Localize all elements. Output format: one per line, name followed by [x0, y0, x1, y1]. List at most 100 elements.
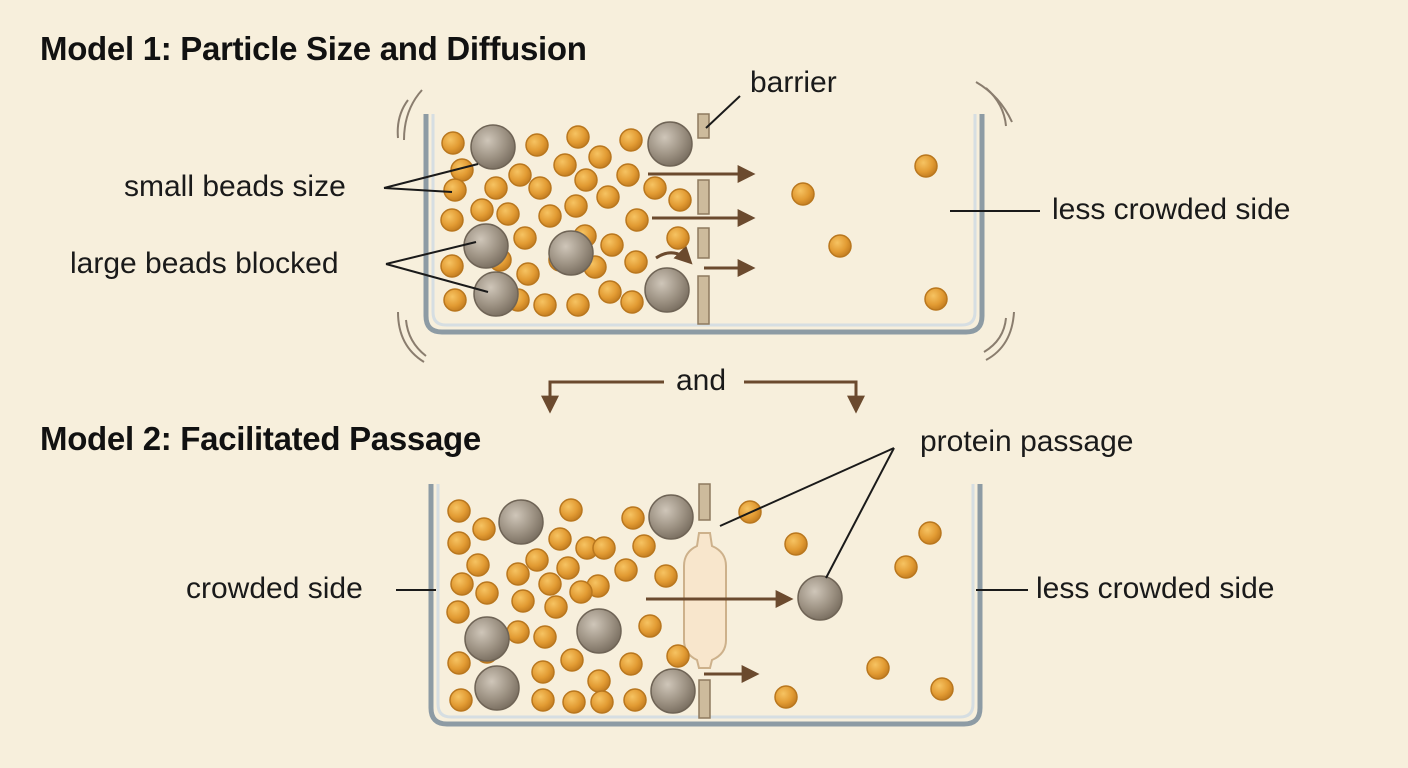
small-bead — [866, 656, 890, 680]
small-bead — [621, 506, 645, 530]
small-bead — [484, 176, 508, 200]
small-bead — [666, 644, 690, 668]
small-bead — [533, 293, 557, 317]
small-bead — [614, 558, 638, 582]
small-bead — [443, 288, 467, 312]
small-bead — [496, 202, 520, 226]
small-bead — [668, 188, 692, 212]
large-bead — [647, 121, 693, 167]
small-bead — [472, 517, 496, 541]
small-bead — [447, 531, 471, 555]
small-bead — [475, 581, 499, 605]
barrier-label: barrier — [750, 66, 837, 99]
small-bead — [559, 498, 583, 522]
small-bead — [553, 153, 577, 177]
small-bead — [531, 660, 555, 684]
large-bead — [474, 665, 520, 711]
small-bead — [511, 589, 535, 613]
small-bead — [531, 688, 555, 712]
small-bead — [616, 163, 640, 187]
small-bead — [894, 555, 918, 579]
small-bead — [440, 254, 464, 278]
small-bead — [466, 553, 490, 577]
small-bead — [506, 620, 530, 644]
small-bead — [666, 226, 690, 250]
model-2-large-beads — [464, 494, 843, 714]
small-bead — [587, 669, 611, 693]
large-bead — [498, 499, 544, 545]
small-bead — [525, 133, 549, 157]
small-bead — [632, 534, 656, 558]
small-bead — [588, 145, 612, 169]
large-bead — [797, 575, 843, 621]
small-bead — [562, 690, 586, 714]
model-2-less-crowded-label: less crowded side — [1036, 572, 1275, 605]
small-bead — [623, 688, 647, 712]
small-bead — [930, 677, 954, 701]
model-2-arrows — [646, 590, 794, 683]
small-bead — [450, 572, 474, 596]
small-bead — [619, 652, 643, 676]
small-bead — [774, 685, 798, 709]
large-bead — [644, 267, 690, 313]
small-bead — [784, 532, 808, 556]
model-2-leader-lines — [396, 447, 1028, 591]
small-bead — [592, 536, 616, 560]
small-bead — [619, 128, 643, 152]
small-bead — [654, 564, 678, 588]
small-bead — [533, 625, 557, 649]
small-bead — [598, 280, 622, 304]
model-1-large-beads — [463, 121, 693, 317]
small-bead — [624, 250, 648, 274]
small-bead — [625, 208, 649, 232]
small-bead — [791, 182, 815, 206]
small-bead — [446, 600, 470, 624]
small-beads-label: small beads size — [124, 170, 346, 203]
small-bead — [447, 651, 471, 675]
small-bead — [914, 154, 938, 178]
small-bead — [924, 287, 948, 311]
large-bead — [648, 494, 694, 540]
small-bead — [544, 595, 568, 619]
small-bead — [447, 499, 471, 523]
small-bead — [470, 198, 494, 222]
crowded-side-label: crowded side — [186, 572, 363, 605]
small-bead — [443, 178, 467, 202]
small-bead — [538, 204, 562, 228]
small-bead — [620, 290, 644, 314]
model-1-barrier — [697, 113, 710, 325]
model-1-less-crowded-label: less crowded side — [1052, 193, 1291, 226]
small-bead — [596, 185, 620, 209]
small-bead — [638, 614, 662, 638]
small-bead — [516, 262, 540, 286]
small-bead — [528, 176, 552, 200]
large-bead — [548, 230, 594, 276]
and-label: and — [676, 364, 727, 397]
large-bead — [470, 124, 516, 170]
small-bead — [560, 648, 584, 672]
small-bead — [590, 690, 614, 714]
small-bead — [513, 226, 537, 250]
protein-passage-label: protein passage — [920, 425, 1134, 458]
vibration-marks — [396, 81, 1015, 363]
small-bead — [918, 521, 942, 545]
large-beads-label: large beads blocked — [70, 247, 339, 280]
small-bead — [506, 562, 530, 586]
small-bead — [643, 176, 667, 200]
model-2-title: Model 2: Facilitated Passage — [40, 420, 481, 457]
small-bead — [441, 131, 465, 155]
small-bead — [556, 556, 580, 580]
small-bead — [564, 194, 588, 218]
small-bead — [600, 233, 624, 257]
small-bead — [538, 572, 562, 596]
small-bead — [440, 208, 464, 232]
model-2-barrier — [698, 483, 711, 719]
model-1-diffusion-arrows — [648, 165, 756, 277]
model-1-leader-lines — [383, 95, 1040, 293]
small-bead — [566, 293, 590, 317]
model-2-small-beads — [446, 498, 954, 714]
small-bead — [828, 234, 852, 258]
small-bead — [569, 580, 593, 604]
large-bead — [576, 608, 622, 654]
